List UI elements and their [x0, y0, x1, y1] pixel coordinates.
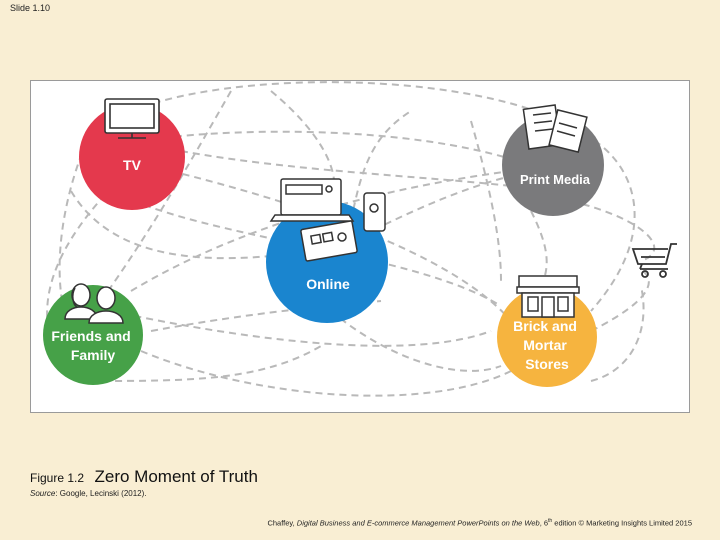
- connector-line: [330, 310, 502, 372]
- shopping-cart-icon: [631, 243, 677, 278]
- online-node: [266, 201, 388, 323]
- connector-line: [130, 81, 562, 122]
- friends-family-label: Friends and Family: [51, 328, 134, 363]
- connector-line: [150, 130, 512, 160]
- newspaper-icon: [522, 104, 588, 154]
- zmot-diagram: TV Print Media: [30, 80, 690, 413]
- connector-lines: [46, 81, 656, 397]
- connector-line: [180, 150, 512, 187]
- figure-caption: Figure 1.2 Zero Moment of Truth: [30, 467, 258, 487]
- devices-icon: [269, 178, 386, 262]
- storefront-icon: [516, 275, 580, 318]
- connector-line: [130, 170, 512, 292]
- footer-author: Chaffey,: [267, 518, 297, 528]
- connector-line: [150, 300, 382, 332]
- figure-label: Figure 1.2: [30, 471, 85, 485]
- slide-number: Slide 1.10: [10, 3, 51, 13]
- connector-line: [590, 270, 650, 332]
- connector-line: [350, 110, 412, 222]
- connector-line: [170, 170, 512, 322]
- figure-title: Zero Moment of Truth: [94, 467, 258, 486]
- people-icon: [64, 283, 124, 324]
- source-label: Source: [30, 489, 56, 498]
- connector-line: [90, 345, 322, 382]
- tv-icon: [104, 98, 160, 139]
- stores-label: Brick and Mortar Stores: [513, 318, 581, 372]
- source-text: : Google, Lecinski (2012).: [55, 489, 147, 498]
- tv-label: TV: [123, 157, 142, 173]
- connector-line: [70, 190, 272, 260]
- print-media-label: Print Media: [520, 172, 591, 187]
- connector-line: [590, 285, 645, 382]
- slide-footer: Chaffey, Digital Business and E-commerce…: [267, 518, 692, 528]
- diagram-canvas: TV Print Media: [43, 81, 677, 397]
- connector-line: [530, 210, 548, 297]
- friends-family-node: [43, 285, 143, 385]
- connector-line: [470, 120, 502, 282]
- footer-book-title: Digital Business and E-commerce Manageme…: [296, 518, 540, 528]
- connector-line: [570, 200, 656, 262]
- footer-rest: edition © Marketing Insights Limited 201…: [552, 518, 692, 528]
- connector-line: [140, 350, 512, 397]
- connector-line: [100, 90, 232, 302]
- footer-edition: , 6: [539, 518, 549, 528]
- online-label: Online: [306, 276, 350, 292]
- figure-source: Source: Google, Lecinski (2012).: [30, 489, 147, 498]
- footer-edition-suffix: th: [548, 518, 553, 524]
